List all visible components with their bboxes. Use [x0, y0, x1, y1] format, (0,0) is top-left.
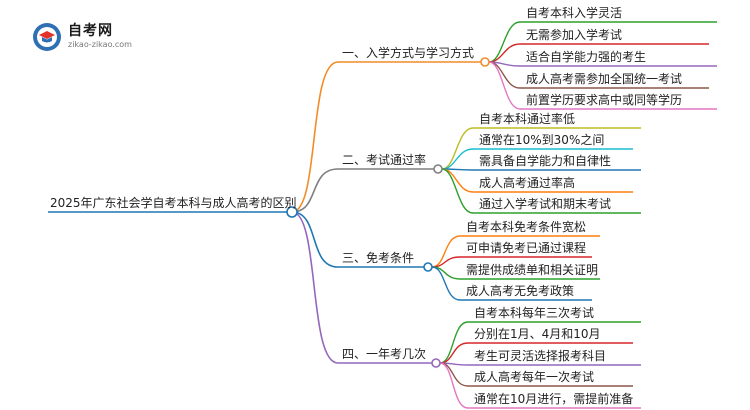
site-logo[interactable]: 自考网 zikao-zikao.com [32, 18, 152, 58]
branch-connector [291, 211, 339, 364]
leaf-topic: 自考本科免考条件宽松 [466, 220, 587, 234]
branch-topic: 二、考试通过率 [342, 153, 427, 167]
leaf-topic: 考生可灵活选择报考科目 [474, 349, 607, 363]
leaf-topic: 通过入学考试和期末考试 [479, 197, 612, 211]
leaf-topic: 适合自学能力强的考生 [526, 50, 647, 64]
item-connector [488, 43, 521, 63]
leaf-topic: 通常在10月进行，需提前准备 [474, 392, 634, 406]
item-connector [441, 168, 474, 214]
branch-connector [291, 168, 339, 213]
leaf-topic: 成人高考需参加全国统一考试 [526, 72, 683, 86]
leaf-topic: 成人高考无免考政策 [466, 284, 575, 298]
branch-node [423, 262, 433, 272]
leaf-topic: 需提供成绩单和相关证明 [466, 263, 599, 277]
item-connector [441, 127, 474, 170]
item-connector [441, 168, 474, 193]
root-topic: 2025年广东社会学自考本科与成人高考的区别 [50, 196, 297, 210]
item-connector [439, 362, 469, 409]
leaf-topic: 通常在10%到30%之间 [479, 133, 605, 147]
graduation-cap-icon [33, 23, 61, 51]
leaf-topic: 自考本科每年三次考试 [474, 306, 595, 320]
item-connector [488, 21, 521, 63]
branch-connector [291, 61, 339, 213]
item-connector [439, 342, 469, 364]
branch-topic: 四、一年考几次 [342, 347, 427, 361]
item-connector [431, 235, 461, 268]
branch-node [480, 57, 490, 67]
branch-topic: 一、入学方式与学习方式 [342, 46, 475, 60]
leaf-topic: 自考本科入学灵活 [526, 6, 623, 20]
branch-topic: 三、免考条件 [342, 251, 415, 265]
leaf-topic: 自考本科通过率低 [479, 112, 576, 126]
leaf-topic: 需具备自学能力和自律性 [479, 154, 612, 168]
item-connector [488, 61, 521, 110]
item-connector [431, 266, 461, 301]
leaf-topic: 成人高考通过率高 [479, 176, 576, 190]
root-node [286, 206, 298, 218]
branch-node [433, 164, 443, 174]
item-connector [441, 148, 474, 170]
branch-connector [291, 211, 339, 268]
leaf-topic: 成人高考每年一次考试 [474, 370, 595, 384]
leaf-topic: 可申请免考已通过课程 [466, 241, 587, 255]
leaf-topic: 分别在1月、4月和10月 [474, 327, 601, 341]
leaf-topic: 前置学历要求高中或同等学历 [526, 93, 683, 107]
branch-node [431, 358, 441, 368]
item-connector [439, 321, 469, 364]
logo-subtitle: zikao-zikao.com [68, 40, 132, 49]
logo-title: 自考网 [68, 23, 113, 39]
item-connector [439, 362, 469, 387]
leaf-topic: 无需参加入学考试 [526, 28, 623, 42]
